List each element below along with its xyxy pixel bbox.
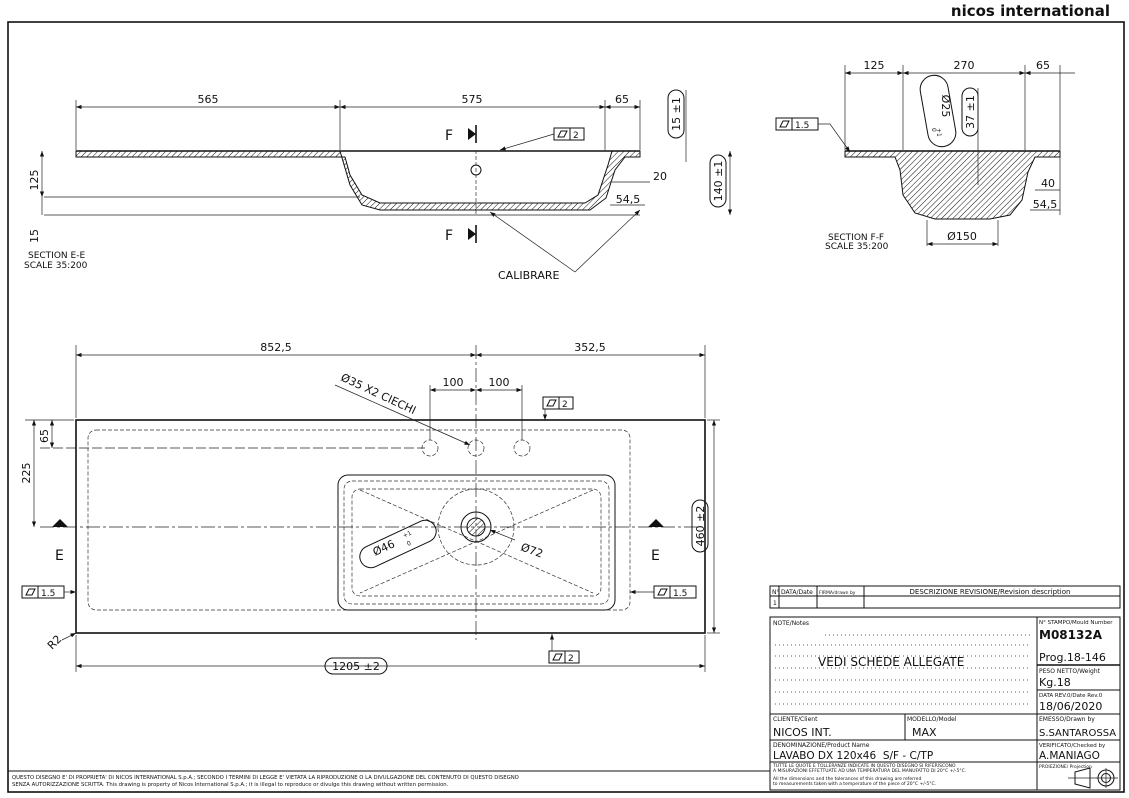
dim-54-5: 54,5 [616,193,641,206]
dim-1205-tol: 1205 ±2 [332,660,380,673]
rev-header-desc: DESCRIZIONE REVISIONE/Revision descripti… [910,588,1071,596]
dim-ff-d25-tol-dn: 0 [930,128,937,132]
dim-d46-tol-dn: 0 [406,540,413,548]
section-e-e: 565 575 65 125 15 15 ±1 140 ±1 20 54,5 F… [24,89,733,282]
revision-table: N° DATA/Date FIRMA/drawn by DESCRIZIONE … [769,585,1121,609]
mould-value: M08132A [1039,628,1103,642]
dim-15: 15 [28,229,41,243]
rev-header-n: N° [772,589,780,596]
dim-ff-65: 65 [1036,59,1050,72]
dim-d46-tol-up: +1 [402,530,413,540]
model-label: MODELLO/Model [907,716,957,723]
product-value: LAVABO DX 120x46 S/F - C/TP [773,750,933,762]
dim-460-tol: 460 ±2 [694,506,707,547]
weight-label: PESO NETTO/Weight [1039,668,1101,675]
rev-header-drawn: FIRMA/drawn by [819,590,856,596]
section-mark-f-top: F [445,128,453,144]
product-label: DENOMINAZIONE/Product Name [773,742,870,749]
dim-100-left: 100 [443,376,464,389]
dim-20: 20 [653,170,667,183]
logo: nicos international [951,2,1110,20]
dim-ff-54-5: 54,5 [1033,198,1058,211]
section-f-f: 125 270 65 Ø25 +1 0 37 ±1 1.5 40 54,5 Ø1… [775,59,1075,252]
section-ff-scale: SCALE 35:200 [825,242,889,252]
dim-852-5: 852,5 [260,341,292,354]
weight-value: Kg.18 [1039,676,1071,689]
notes-text: VEDI SCHEDE ALLEGATE [818,655,964,669]
dim-125: 125 [28,170,41,191]
dim-ff-40: 40 [1041,177,1055,190]
projection-label: PROIEZIONE/ Projection [1039,764,1092,770]
holes-label: Ø35 X2 CIECHI [339,371,418,417]
dim-ff-270: 270 [954,59,975,72]
dim-565: 565 [198,93,219,106]
drawn-label: EMESSO/Drawn by [1039,716,1095,723]
section-mark-e-right: E [651,548,660,564]
dim-65: 65 [615,93,629,106]
rev-header-date: DATA/Date [781,589,813,596]
model-value: MAX [912,726,937,739]
dim-575: 575 [462,93,483,106]
date-value: 18/06/2020 [1039,700,1102,713]
prog-value: Prog.18-146 [1039,651,1106,664]
calibrare-label: CALIBRARE [498,269,559,282]
flatness-plan-bottom: 2 [568,654,574,664]
dim-352-5: 352,5 [574,341,606,354]
flatness-plan-top: 2 [562,400,568,410]
dim-ff-37: 37 ±1 [964,95,977,129]
dim-ff-d25: Ø25 [939,95,952,118]
dim-ff-d150: Ø150 [947,230,977,243]
flatness-plan-right: 1.5 [673,589,687,599]
section-ff-title: SECTION F-F [828,233,884,243]
dim-140-tol: 140 ±1 [712,161,725,202]
dim-d72: Ø72 [519,541,545,561]
flatness-plan-left: 1.5 [41,589,55,599]
dim-15-tol: 15 ±1 [670,97,683,131]
section-ee-title: SECTION E-E [28,251,85,261]
checked-value: A.MANIAGO [1039,750,1100,762]
tol-en-2: to measurements taken with a temperature… [773,781,936,787]
tol-it-2: A MISURAZIONI EFFETTUATE AD UNA TEMPERAT… [773,768,966,774]
section-mark-f-bottom: F [445,228,453,244]
dim-plan-225: 225 [20,463,33,484]
footer-line-2: SENZA AUTORIZZAZIONE SCRITTA. This drawi… [12,782,449,788]
dim-d46: Ø46 [371,537,397,558]
section-mark-e-left: E [55,548,64,564]
drawn-value: S.SANTAROSSA [1039,728,1116,739]
title-block: NOTE/Notes VEDI SCHEDE ALLEGATE N° STAMP… [769,616,1121,791]
dim-r2: R2 [45,633,65,653]
section-ee-scale: SCALE 35:200 [24,261,88,271]
drawing-frame [7,21,1125,793]
dim-ff-d25-tol-up: +1 [935,128,942,137]
client-label: CLIENTE/Client [773,716,818,723]
tol-en-1: All the dimensions and the tolerances of… [773,776,921,782]
tol-it-1: TUTTE LE QUOTE E TOLLERANZE INDICATE IN … [772,763,956,769]
dim-100-right: 100 [489,376,510,389]
client-value: NICOS INT. [773,726,832,739]
mould-label: N° STAMPO/Mould Number [1039,620,1113,626]
dim-plan-65: 65 [38,429,51,443]
dim-ff-125: 125 [864,59,885,72]
checked-label: VERIFICATO/Checked by [1039,743,1106,749]
flatness-ff: 1.5 [795,121,809,131]
projection-symbol-icon [1068,767,1118,789]
rev-row-1-n: 1 [773,600,777,607]
date-label: DATA REV.0/Date Rev.0 [1039,693,1103,699]
notes-label: NOTE/Notes [773,620,809,627]
flatness-ee: 2 [573,131,579,141]
footer-line-1: QUESTO DISEGNO E' DI PROPRIETA' DI NICOS… [12,775,519,781]
plan-view: 852,5 352,5 100 100 Ø35 X2 CIECHI 2 65 2… [20,341,720,675]
